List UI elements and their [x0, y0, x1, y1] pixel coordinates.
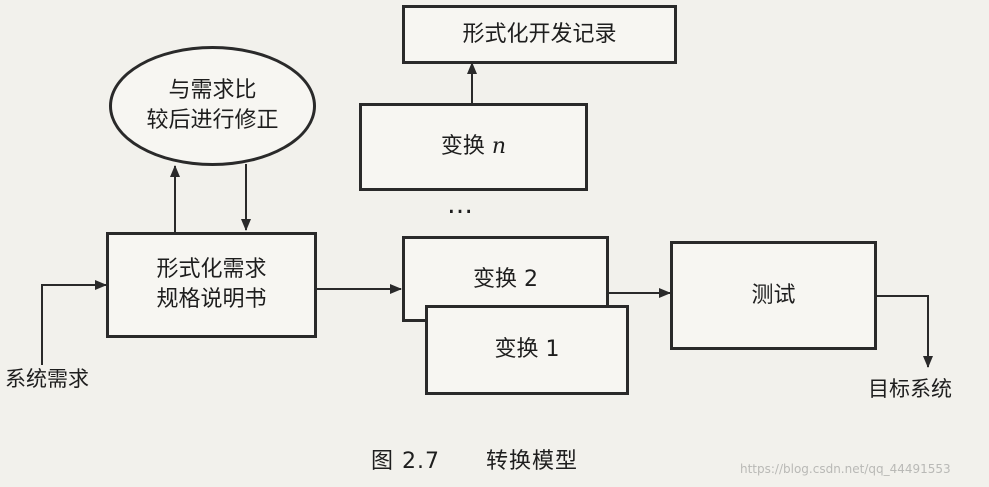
formal-spec-line-2: 规格说明书 [156, 287, 267, 312]
transform-2-label: 变换 2 [473, 267, 538, 292]
test-label: 测试 [751, 282, 796, 308]
transform-1-label: 变换 1 [494, 337, 560, 362]
source-watermark: https://blog.csdn.net/qq_44491553 [740, 462, 951, 476]
formal-dev-record-label: 形式化开发记录 [462, 21, 617, 47]
test-box: 测试 [670, 241, 877, 350]
figure-title: 转换模型 [485, 449, 578, 474]
formal-spec-line-1: 形式化需求 [156, 257, 267, 282]
system-requirements-label: 系统需求 [5, 367, 89, 391]
compare-line-1: 与需求比 [168, 78, 257, 103]
transform-ellipsis: … [447, 190, 473, 220]
target-system-label: 目标系统 [868, 377, 952, 401]
transform-1-box: 变换 1 [425, 305, 629, 395]
figure-number: 图 2.7 [371, 449, 440, 474]
transform-n-variable: n [491, 134, 507, 159]
transform-n-label: 变换 n [441, 132, 506, 162]
transform-n-box: 变换 n [359, 103, 588, 191]
transform-n-prefix: 变换 [440, 134, 485, 159]
formal-dev-record-box: 形式化开发记录 [402, 5, 677, 64]
arrow-system-requirements-to-spec [41, 280, 107, 365]
arrow-test-to-target-system [877, 295, 933, 368]
compare-and-correct-ellipse: 与需求比 较后进行修正 [109, 46, 316, 166]
formal-requirements-spec-box: 形式化需求 规格说明书 [106, 232, 317, 338]
compare-line-2: 较后进行修正 [146, 108, 279, 133]
figure-caption: 图 2.7 转换模型 [371, 443, 578, 475]
